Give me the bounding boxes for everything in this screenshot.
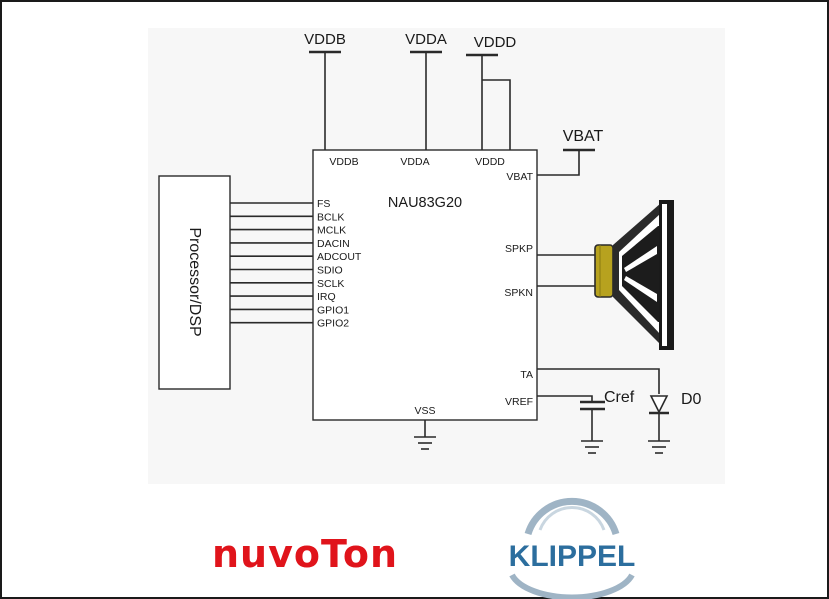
chip-body bbox=[312, 149, 538, 421]
rail-vddd: VDDD bbox=[466, 34, 516, 150]
nuvoton-logo: nuvoTon bbox=[212, 532, 398, 576]
pin-adcout: ADCOUT bbox=[317, 251, 362, 263]
capacitor-icon bbox=[580, 400, 605, 441]
wire-vref bbox=[537, 395, 593, 402]
klippel-logo-text: KLIPPEL bbox=[509, 540, 636, 573]
klippel-logo: KLIPPEL bbox=[509, 498, 636, 599]
pin-dacin: DACIN bbox=[317, 238, 350, 250]
pin-spkp: SPKP bbox=[505, 243, 533, 255]
processor-label: Processor/DSP bbox=[186, 227, 203, 336]
diode-label: D0 bbox=[681, 391, 702, 408]
processor-block bbox=[158, 175, 231, 390]
pin-irq: IRQ bbox=[317, 291, 336, 303]
pin-vddd: VDDD bbox=[475, 156, 505, 168]
pin-sdio: SDIO bbox=[317, 265, 343, 277]
pin-bclk: BCLK bbox=[317, 211, 344, 223]
pin-vss: VSS bbox=[414, 405, 435, 417]
pin-vddb: VDDB bbox=[329, 156, 358, 168]
rail-vddb-label: VDDB bbox=[304, 31, 346, 48]
wire-ta bbox=[537, 368, 660, 394]
diode-icon bbox=[649, 395, 669, 441]
pin-vdda: VDDA bbox=[400, 156, 429, 168]
pin-vbat: VBAT bbox=[506, 171, 533, 183]
rail-vbat-label: VBAT bbox=[563, 128, 604, 145]
pin-mclk: MCLK bbox=[317, 225, 346, 237]
pin-sclk: SCLK bbox=[317, 278, 344, 290]
pin-spkn: SPKN bbox=[504, 287, 533, 299]
rail-vdda-label: VDDA bbox=[405, 31, 447, 48]
speaker-icon bbox=[594, 200, 674, 350]
pin-gpio2: GPIO2 bbox=[317, 318, 349, 330]
rail-vddb: VDDB bbox=[304, 31, 346, 150]
pin-fs: FS bbox=[317, 198, 330, 210]
rail-vdda: VDDA bbox=[405, 31, 447, 150]
ground-icon bbox=[648, 440, 670, 454]
rail-vddd-label: VDDD bbox=[474, 34, 517, 51]
chip-name: NAU83G20 bbox=[388, 195, 462, 211]
capacitor-label: Cref bbox=[604, 389, 635, 406]
ground-icon bbox=[414, 436, 436, 450]
pin-vref: VREF bbox=[505, 396, 533, 408]
pin-gpio1: GPIO1 bbox=[317, 304, 349, 316]
rail-vbat: VBAT bbox=[537, 128, 604, 176]
ground-icon bbox=[581, 440, 603, 454]
pin-ta: TA bbox=[520, 369, 533, 381]
